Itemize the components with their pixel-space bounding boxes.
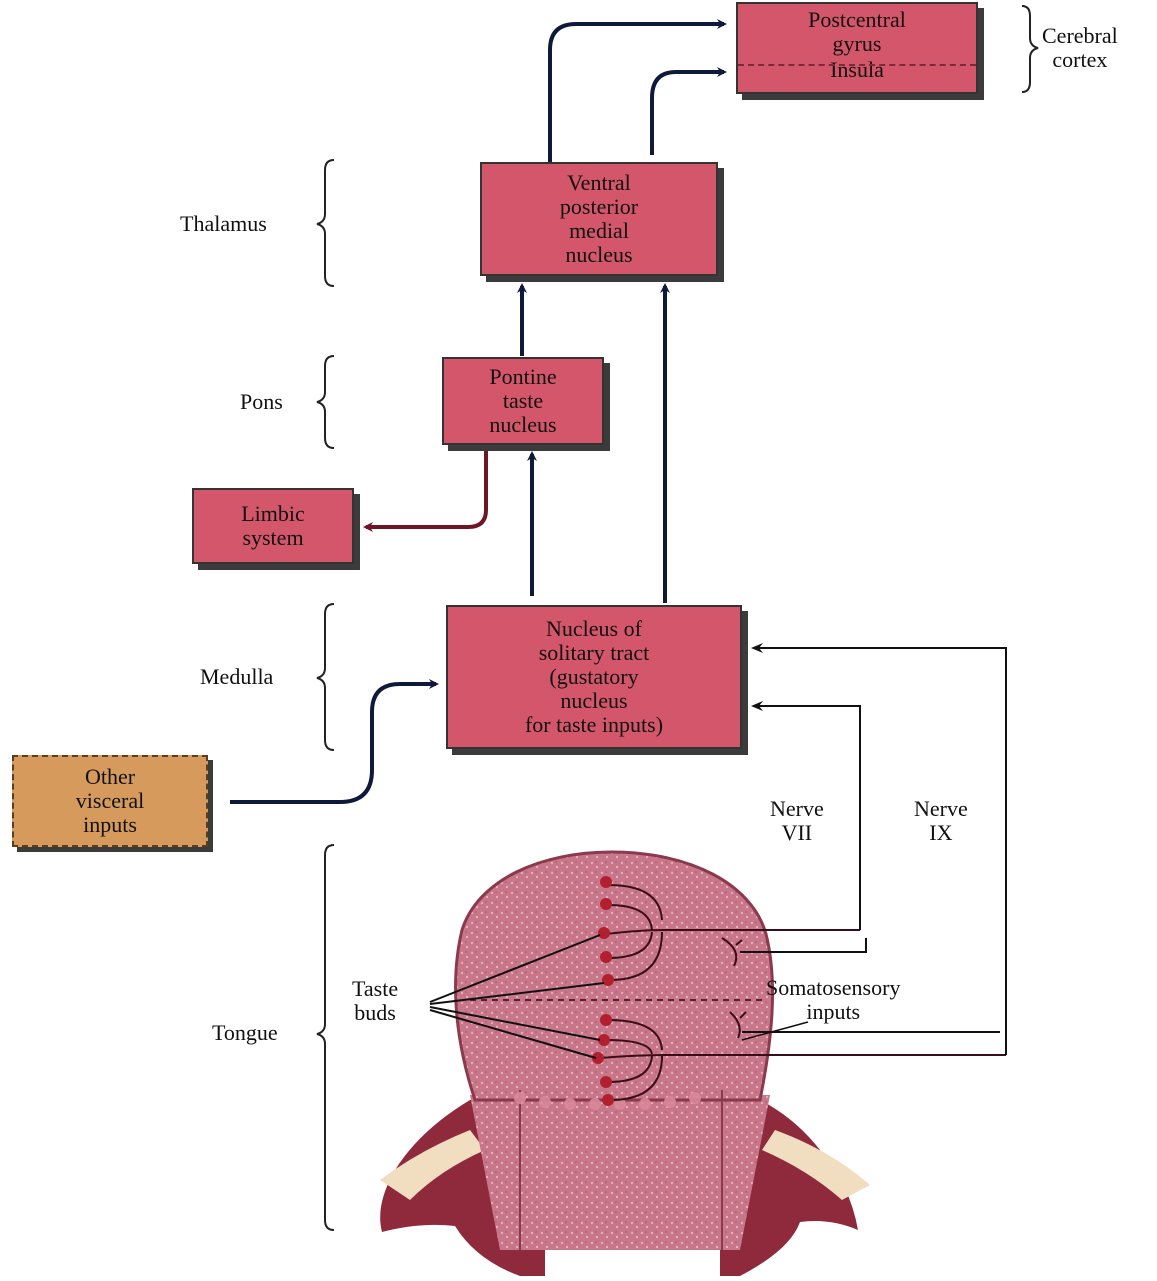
- cerebral-cortex-box: Postcentral gyrus Insula: [736, 2, 978, 94]
- cortex-insula-label: Insula: [830, 57, 884, 82]
- visceral-line-2: visceral: [75, 788, 145, 813]
- visceral-line-1: Other: [84, 764, 136, 789]
- medulla-label: Medulla: [200, 664, 274, 689]
- ascending-arrows: [230, 19, 727, 804]
- vpm-line-4: nucleus: [565, 242, 633, 267]
- taste-buds-pointers: [429, 934, 605, 1059]
- vpm-line-1: Ventral: [567, 170, 631, 195]
- somatosensory-line-2: inputs: [806, 999, 861, 1024]
- limbic-branch-arrow: [363, 450, 488, 532]
- pontine-line-3: nucleus: [489, 412, 557, 437]
- nerve-ix-line-1: Nerve: [914, 796, 968, 821]
- taste-bud-dots: [592, 876, 614, 1106]
- limbic-line-1: Limbic: [241, 501, 305, 526]
- limbic-system-box: Limbic system: [192, 488, 354, 564]
- nerve-vii-line-1: Nerve: [770, 796, 824, 821]
- taste-buds-label: Taste buds: [352, 977, 398, 1025]
- somatosensory-inputs-label: Somatosensory inputs: [766, 976, 900, 1024]
- pontine-line-1: Pontine: [489, 364, 557, 389]
- cortex-postcentral-label: Postcentral: [808, 7, 906, 32]
- solitary-line-5: for taste inputs): [524, 712, 664, 737]
- taste-buds-line-1: Taste: [352, 976, 399, 1001]
- taste-bud-nerve-wiring: [599, 884, 1006, 1101]
- solitary-line-2: solitary tract: [538, 640, 650, 665]
- tongue-illustration: [380, 850, 870, 1276]
- nucleus-solitary-tract-box: Nucleus of solitary tract (gustatory nuc…: [446, 605, 742, 749]
- cranial-nerve-arrows: [740, 643, 1007, 1055]
- nerve-ix-line-2: IX: [929, 820, 953, 845]
- cerebral-cortex-line-1: Cerebral: [1042, 23, 1118, 48]
- vpm-line-2: posterior: [559, 194, 639, 219]
- ventral-posterior-medial-nucleus-box: Ventral posterior medial nucleus: [480, 162, 718, 276]
- thalamus-label: Thalamus: [180, 211, 267, 236]
- pons-label: Pons: [240, 389, 283, 414]
- tongue-label: Tongue: [212, 1020, 278, 1045]
- somatosensory-line-1: Somatosensory: [766, 975, 901, 1000]
- solitary-line-3: (gustatory: [549, 664, 639, 689]
- solitary-line-4: nucleus: [560, 688, 628, 713]
- solitary-line-1: Nucleus of: [546, 616, 642, 641]
- cortex-divider: [738, 64, 976, 66]
- pontine-taste-nucleus-box: Pontine taste nucleus: [442, 357, 604, 445]
- limbic-line-2: system: [242, 525, 304, 550]
- region-braces: [316, 5, 1039, 1231]
- cerebral-cortex-label: Cerebral cortex: [1042, 24, 1118, 72]
- other-visceral-inputs-box: Other visceral inputs: [12, 755, 208, 847]
- nerve-vii-line-2: VII: [781, 820, 813, 845]
- visceral-line-3: inputs: [83, 812, 137, 837]
- cerebral-cortex-line-2: cortex: [1052, 47, 1108, 72]
- nerve-vii-label: Nerve VII: [770, 797, 824, 845]
- pontine-line-2: taste: [502, 388, 544, 413]
- taste-buds-line-2: buds: [354, 1000, 396, 1025]
- vpm-line-3: medial: [569, 218, 629, 243]
- nerve-ix-label: Nerve IX: [914, 797, 968, 845]
- cortex-gyrus-label: gyrus: [832, 31, 882, 56]
